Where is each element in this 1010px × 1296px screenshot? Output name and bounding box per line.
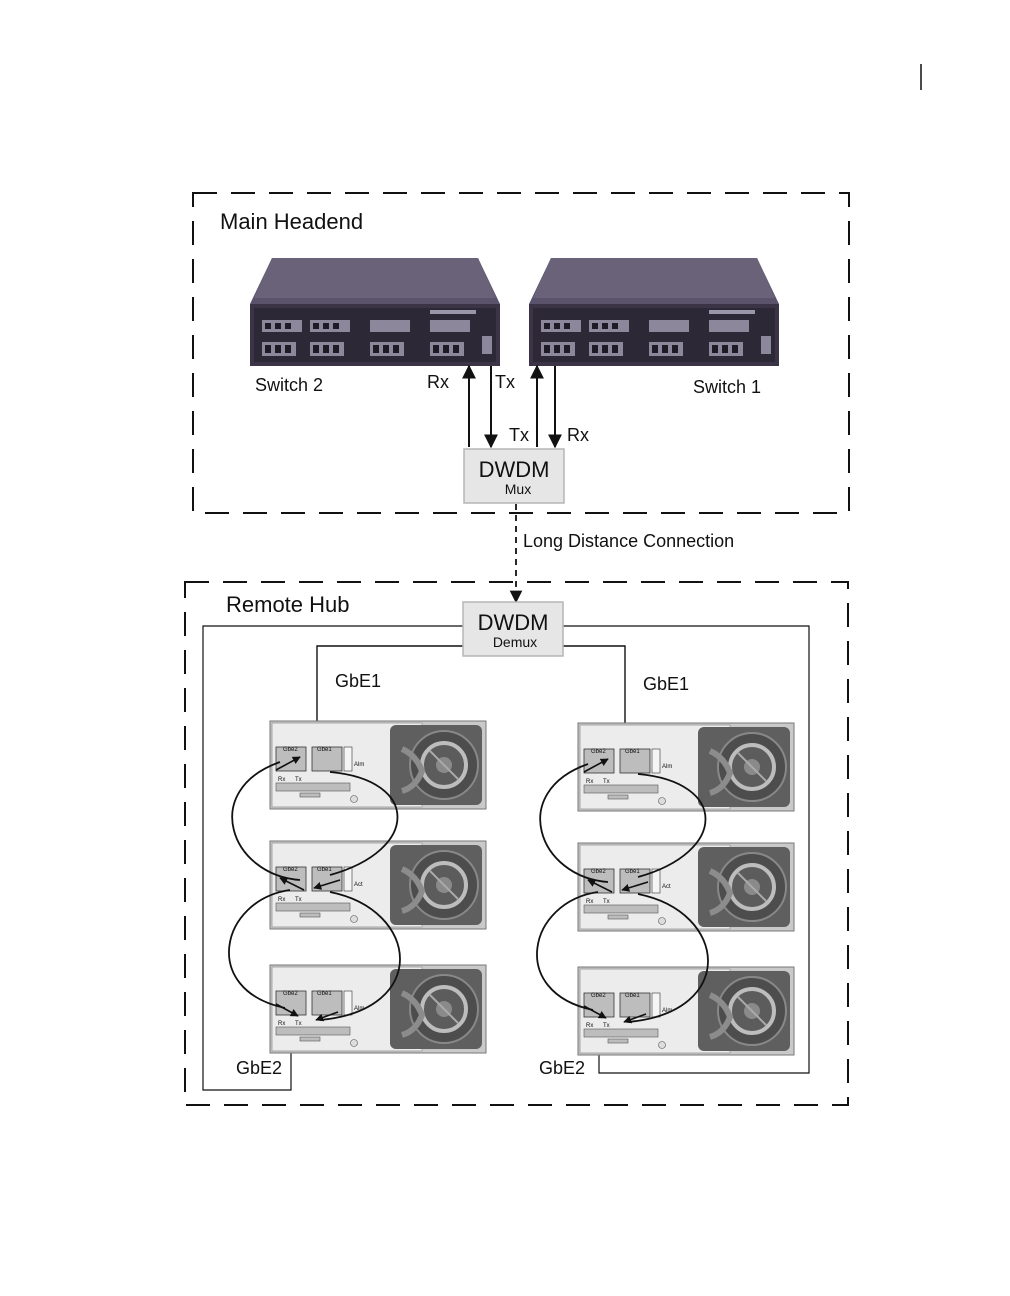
svg-text:Tx: Tx xyxy=(603,1023,610,1029)
svg-text:Act: Act xyxy=(354,882,363,888)
dwdm-mux-box: DWDM Mux xyxy=(464,449,564,503)
switch-1-label: Switch 1 xyxy=(693,377,761,397)
svg-text:Gbe1: Gbe1 xyxy=(317,867,332,873)
switch-2-rx-label: Rx xyxy=(427,372,449,392)
svg-text:Tx: Tx xyxy=(295,1021,302,1027)
remote-module-left-3: Gbe2 Gbe1 Rx Tx Alm xyxy=(270,965,486,1053)
remote-module-right-1: Gbe2 Gbe1 Rx Tx Alm xyxy=(578,723,794,811)
svg-text:Rx: Rx xyxy=(586,1023,593,1029)
svg-text:Gbe1: Gbe1 xyxy=(625,993,640,999)
svg-text:Gbe2: Gbe2 xyxy=(591,869,606,875)
svg-text:Tx: Tx xyxy=(603,899,610,905)
dwdm-mux-subtitle: Mux xyxy=(505,481,531,497)
svg-text:Rx: Rx xyxy=(586,779,593,785)
long-distance-label: Long Distance Connection xyxy=(523,531,734,551)
right-gbe1-label: GbE1 xyxy=(643,674,689,694)
svg-text:Gbe2: Gbe2 xyxy=(283,867,298,873)
svg-text:Alm: Alm xyxy=(662,764,672,770)
remote-module-right-2: Gbe2 Gbe1 Rx Tx Act xyxy=(578,843,794,931)
switch-2-tx-label: Tx xyxy=(495,372,515,392)
dwdm-demux-subtitle: Demux xyxy=(493,634,537,650)
switch-1-image xyxy=(529,258,779,366)
svg-text:Tx: Tx xyxy=(603,779,610,785)
dwdm-mux-title: DWDM xyxy=(479,457,550,482)
svg-text:Rx: Rx xyxy=(278,897,285,903)
svg-text:Rx: Rx xyxy=(278,777,285,783)
svg-text:Act: Act xyxy=(662,884,671,890)
svg-text:Gbe1: Gbe1 xyxy=(625,869,640,875)
remote-hub-group: Remote Hub DWDM Demux GbE1 GbE1 GbE2 GbE… xyxy=(185,582,848,1105)
remote-module-left-1: Gbe2 Gbe1 Rx Tx Alm xyxy=(270,721,486,809)
main-headend-group: Main Headend Switch 2 Switch 1 Rx Tx Tx … xyxy=(193,193,849,513)
switch-2-label: Switch 2 xyxy=(255,375,323,395)
switch-2-image xyxy=(250,258,500,366)
mux-tx-label: Tx xyxy=(509,425,529,445)
svg-text:Tx: Tx xyxy=(295,777,302,783)
left-gbe1-label: GbE1 xyxy=(335,671,381,691)
dwdm-demux-title: DWDM xyxy=(478,610,549,635)
svg-text:Gbe1: Gbe1 xyxy=(317,747,332,753)
svg-text:Rx: Rx xyxy=(278,1021,285,1027)
left-gbe2-label: GbE2 xyxy=(236,1058,282,1078)
svg-text:Alm: Alm xyxy=(354,762,364,768)
remote-module-right-3: Gbe2 Gbe1 Rx Tx Alm xyxy=(578,967,794,1055)
dwdm-demux-box: DWDM Demux xyxy=(463,602,563,656)
svg-text:Gbe2: Gbe2 xyxy=(591,749,606,755)
right-gbe2-label: GbE2 xyxy=(539,1058,585,1078)
main-headend-title: Main Headend xyxy=(220,209,363,234)
remote-hub-title: Remote Hub xyxy=(226,592,350,617)
remote-module-left-2: Gbe2 Gbe1 Rx Tx Act xyxy=(270,841,486,929)
svg-text:Gbe1: Gbe1 xyxy=(317,991,332,997)
svg-text:Gbe1: Gbe1 xyxy=(625,749,640,755)
svg-text:Gbe2: Gbe2 xyxy=(283,747,298,753)
svg-text:Rx: Rx xyxy=(586,899,593,905)
mux-rx-label: Rx xyxy=(567,425,589,445)
svg-text:Gbe2: Gbe2 xyxy=(591,993,606,999)
svg-text:Gbe2: Gbe2 xyxy=(283,991,298,997)
svg-text:Tx: Tx xyxy=(295,897,302,903)
